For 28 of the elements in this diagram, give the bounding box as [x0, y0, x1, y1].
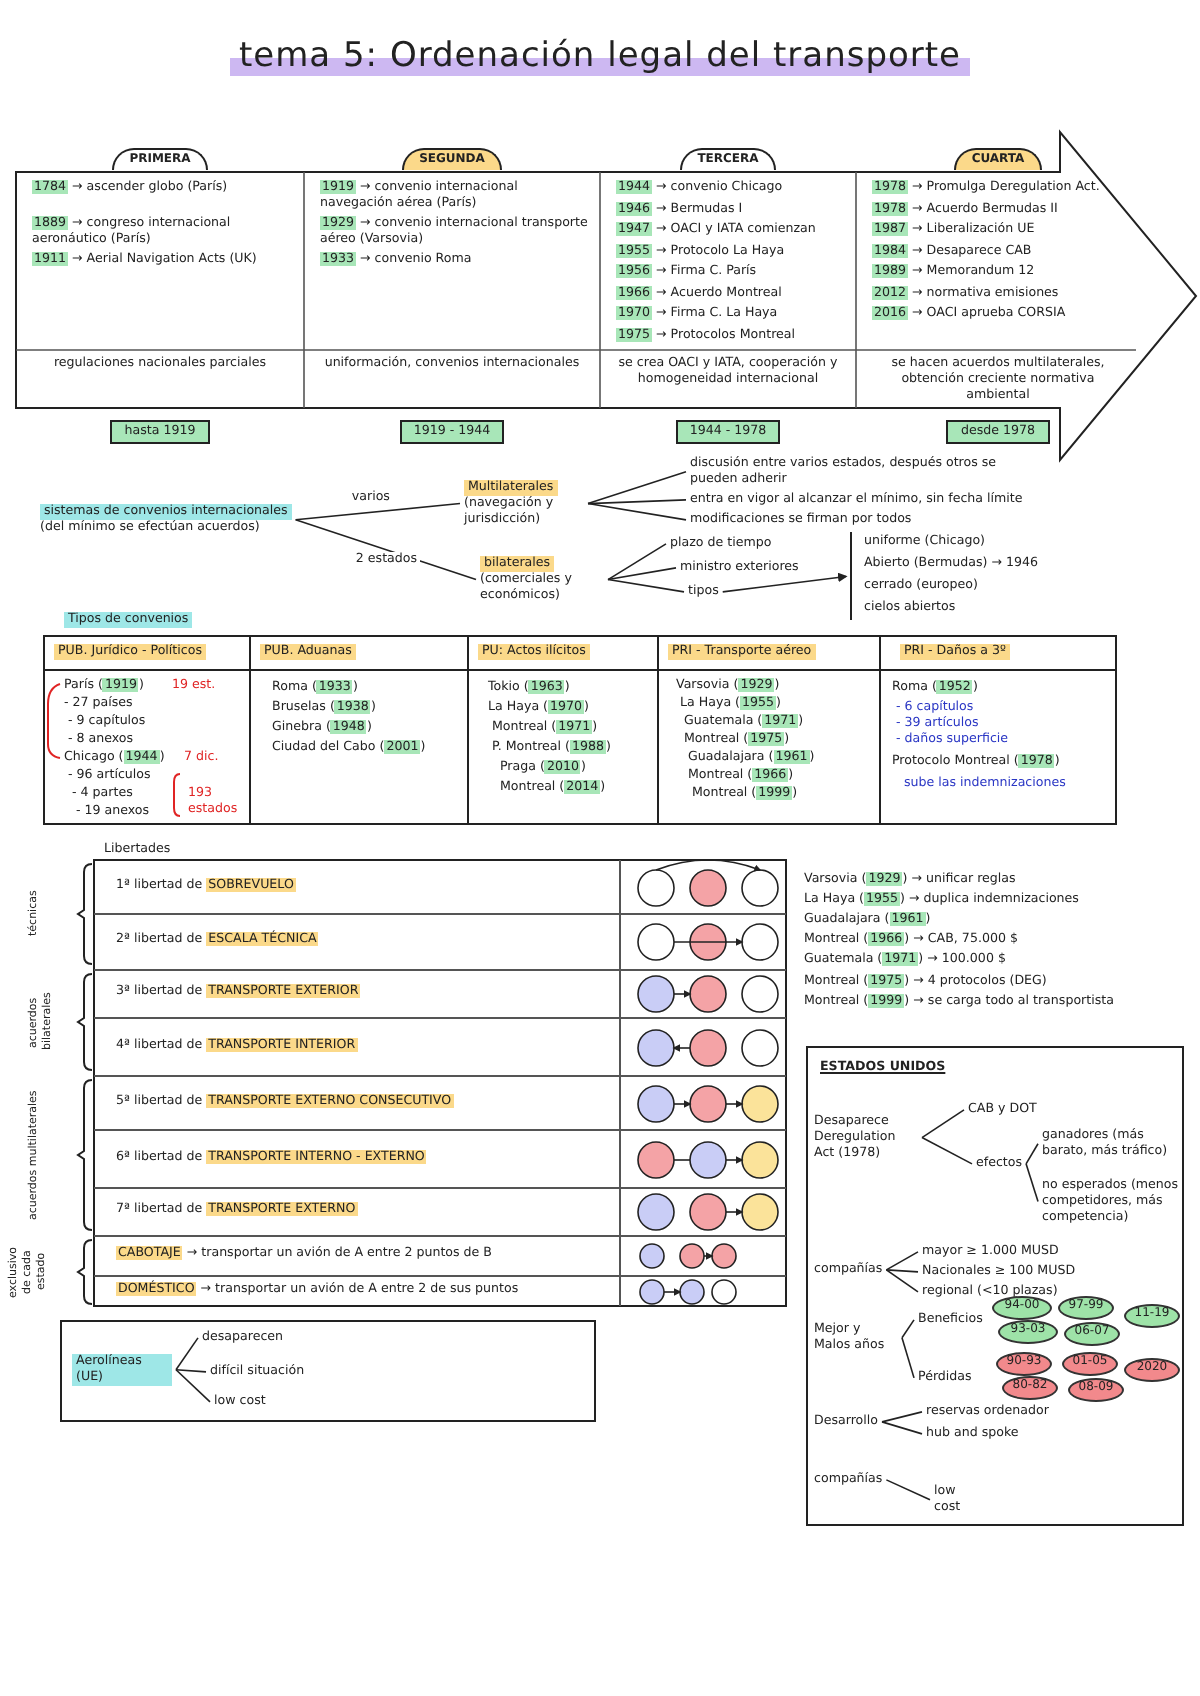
connector-line	[881, 1411, 923, 1423]
connector-line	[587, 499, 687, 505]
connector-line	[885, 1269, 919, 1273]
connector-line	[607, 567, 677, 581]
timeline-arrow	[16, 132, 1196, 460]
connector-line	[607, 578, 685, 593]
connector-line	[901, 1319, 915, 1339]
connector-line	[721, 572, 848, 593]
connector-line	[587, 470, 687, 505]
connector-line	[885, 1479, 931, 1501]
connector-line	[881, 1421, 923, 1435]
connector-line	[607, 543, 667, 581]
connector-line	[175, 1368, 207, 1373]
connector-line	[885, 1251, 919, 1271]
connector-line	[1025, 1142, 1039, 1165]
title: tema 5: Ordenación legal del transporte	[230, 36, 970, 76]
connector-line	[885, 1269, 919, 1293]
connector-line	[175, 1337, 199, 1371]
connector-line	[175, 1368, 211, 1403]
connector-line	[921, 1136, 973, 1165]
section-panel	[806, 1046, 1184, 1526]
connector-line	[294, 502, 461, 521]
connector-line	[587, 502, 687, 521]
bracket	[850, 532, 1038, 621]
connector-line	[901, 1336, 915, 1379]
connector-line	[1025, 1163, 1039, 1203]
connector-line	[921, 1109, 965, 1139]
section-panel	[60, 1320, 596, 1422]
